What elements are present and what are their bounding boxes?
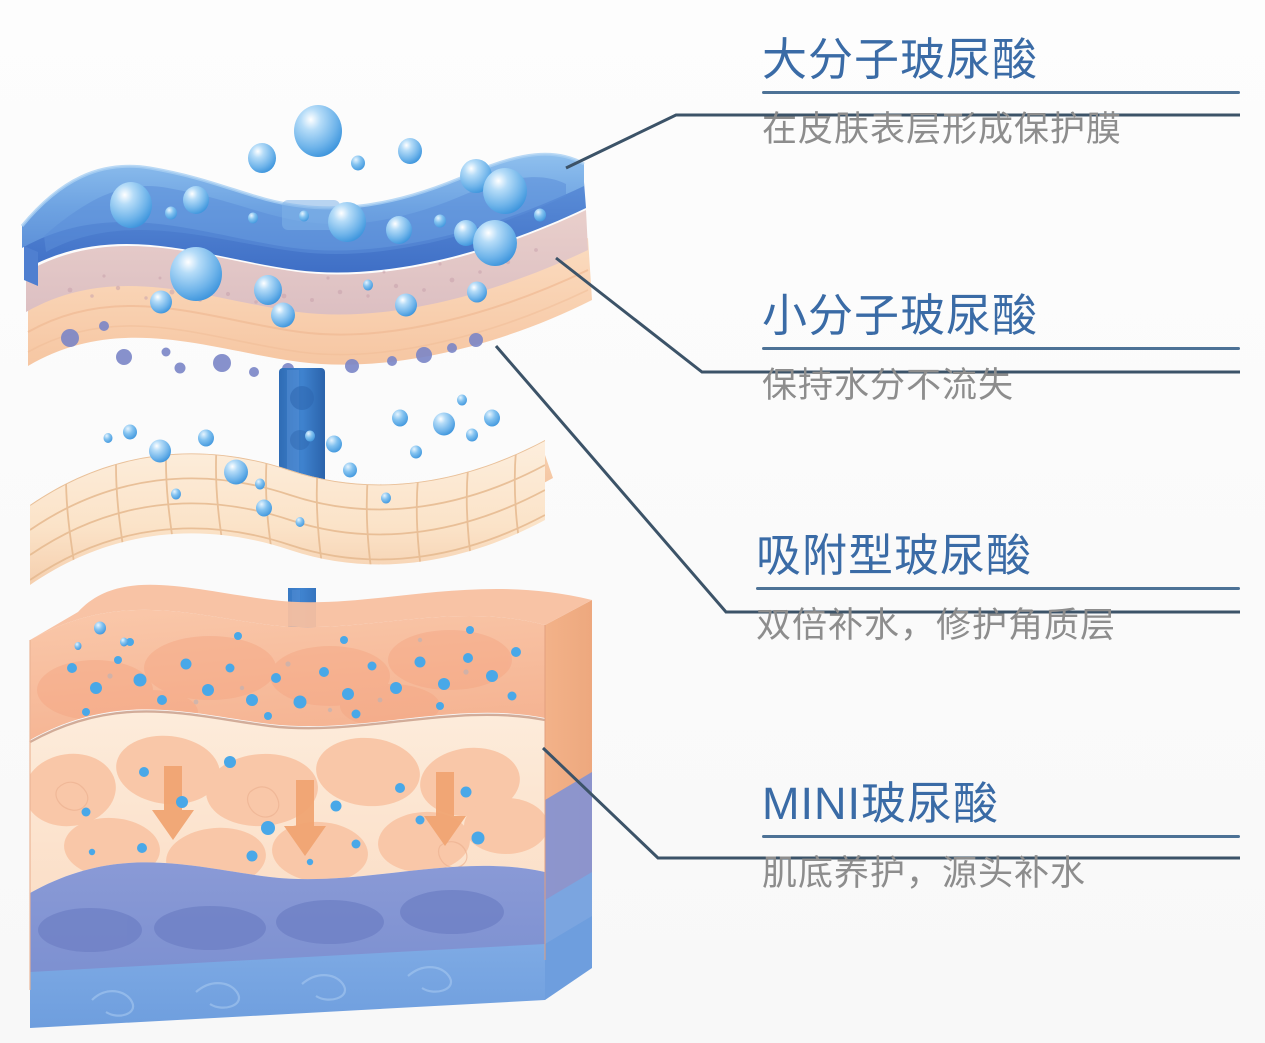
label-desc-large-molecule: 在皮肤表层形成保护膜 (762, 109, 1123, 149)
label-rule-small-molecule (762, 346, 1240, 350)
droplets-beside-cube (74, 621, 128, 650)
label-title-mini: MINI玻尿酸 (762, 778, 999, 829)
droplets-in-dermis (81, 756, 485, 866)
label-rule-adsorptive (756, 586, 1240, 590)
layer-skin-cube (29, 584, 592, 1028)
label-block-adsorptive: 吸附型玻尿酸 双倍补水，修护角质层 (756, 532, 1265, 645)
label-rule-large-molecule (762, 90, 1240, 94)
label-block-mini: MINI玻尿酸 肌底养护，源头补水 (762, 780, 1265, 893)
label-title-adsorptive: 吸附型玻尿酸 (756, 530, 1033, 581)
layer-protective-film (20, 105, 592, 379)
label-desc-mini: 肌底养护，源头补水 (762, 853, 1087, 893)
label-rule-mini (762, 834, 1240, 838)
absorption-arrows (152, 766, 466, 856)
label-title-small-molecule: 小分子玻尿酸 (762, 290, 1039, 341)
label-block-small-molecule: 小分子玻尿酸 保持水分不流失 (762, 292, 1265, 405)
droplets-in-mauve (150, 281, 487, 328)
water-droplets-surface (110, 105, 546, 305)
label-desc-small-molecule: 保持水分不流失 (762, 365, 1015, 405)
label-desc-adsorptive: 双倍补水，修护角质层 (756, 605, 1117, 645)
label-block-large-molecule: 大分子玻尿酸 在皮肤表层形成保护膜 (762, 36, 1265, 149)
label-title-large-molecule: 大分子玻尿酸 (762, 34, 1039, 85)
